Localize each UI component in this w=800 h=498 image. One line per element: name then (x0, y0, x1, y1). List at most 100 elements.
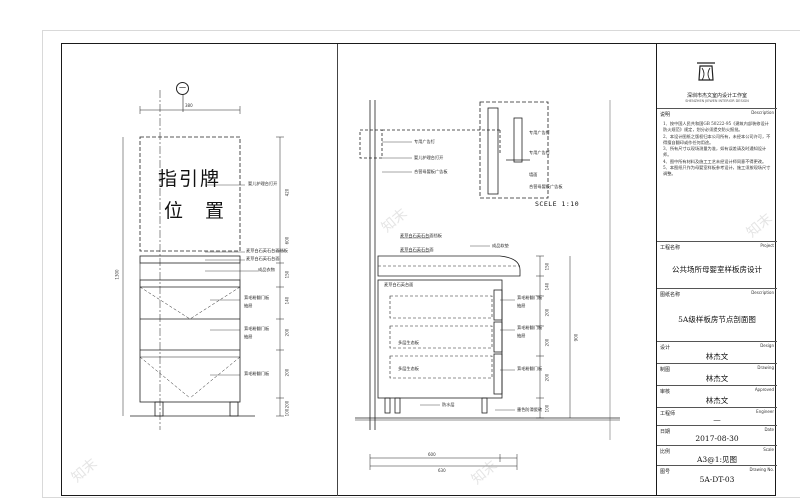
dim-side: 200 (284, 400, 290, 409)
left-label: 茸毛粉翻门板 (244, 371, 270, 376)
dim-side: 150 (284, 270, 290, 279)
row-label-en: Drawing (757, 365, 774, 370)
view-divider (337, 44, 338, 496)
section-label: 墨色防滑瓷砖 (517, 407, 543, 412)
note-item: 1、按中国人民共和国GB 50222-95《建筑内部装修设计防火规范》规定，划分… (663, 121, 769, 133)
row-label-en: Drawing No. (749, 467, 774, 472)
info-row: 图号 Drawing No. 5A-DT-03 (657, 465, 777, 496)
firm-name-en: SHENZHEN JIEWEN INTERIOR DESIGN (685, 99, 749, 103)
section-label: 合营母婴板广告板 (414, 169, 448, 174)
grid-axis-marker: 一 (176, 82, 189, 95)
row-value: 林杰文 (705, 396, 729, 405)
section-label: 婴儿护理台打开 (414, 155, 444, 160)
section-label: 专用广告钉 (529, 130, 550, 135)
row-value: 林杰文 (705, 374, 729, 383)
dim-top-width: 380 (185, 103, 193, 108)
section-label: 专用广告钉 (529, 150, 550, 155)
row-value: 5A-DT-03 (699, 475, 735, 484)
left-label: 茸毛粉翻门板 (244, 295, 270, 300)
row-label: 审核 (660, 389, 671, 395)
left-label: 抽屉 (244, 303, 253, 308)
info-row: 工程师 Engineer — (657, 407, 777, 425)
detail-scale-label: SCELE 1:10 (535, 200, 580, 208)
info-row: 日期 Date 2017-08-30 (657, 425, 777, 445)
notes-cell: 说明 Description 1、按中国人民共和国GB 50222-95《建筑内… (657, 108, 777, 285)
dim-side: 600 (284, 236, 290, 245)
section-label: 麦芽白石英石台面 (400, 247, 434, 252)
project-cell: 工程名称 Project 公共场所母婴室样板房设计 (657, 241, 777, 288)
section-label: 成品软垫 (492, 243, 509, 248)
section-label: 多层生态板 (398, 366, 419, 371)
dim-side: 140 (284, 296, 290, 305)
row-label: 日期 (660, 429, 671, 435)
info-row: 审核 Approved 林杰文 (657, 385, 777, 407)
dim-bottom: 630 (438, 468, 446, 473)
row-value: 林杰文 (705, 352, 729, 361)
section-label: 多层生态板 (398, 340, 419, 345)
note-item: 3、所有尺寸以现场测量为准，如有误差请及时通知设计师。 (663, 146, 767, 158)
title-block: 深圳市杰文室内设计工作室 SHENZHEN JIEWEN INTERIOR DE… (656, 44, 777, 496)
notes-text: 1、按中国人民共和国GB 50222-95《建筑内部装修设计防火规范》规定，划分… (663, 121, 771, 178)
row-label: 比例 (660, 449, 671, 455)
row-value: — (713, 415, 721, 424)
dim-side: 200 (284, 328, 290, 337)
section-label: 墙面 (529, 172, 538, 177)
info-row: 设计 Design 林杰文 (657, 341, 777, 363)
dim-right: 150 (544, 262, 550, 271)
section-label: 茸毛粉翻门板 (517, 325, 543, 330)
dim-side: 100 (284, 408, 290, 417)
section-label: 茸毛粉翻门板 (517, 295, 543, 300)
drawing-name-cell: 图纸名称 Description 5A级样板房节点剖面图 (657, 288, 777, 341)
left-label: 成品衣物 (258, 267, 275, 272)
row-label: 工程师 (660, 411, 676, 417)
dim-side: 200 (284, 368, 290, 377)
row-label: 设计 (660, 345, 671, 351)
dim-height: 900 (573, 333, 579, 342)
project-label-en: Project (760, 243, 774, 248)
section-label: 茸毛粉翻门板 (517, 366, 543, 371)
row-label-en: Approved (754, 387, 774, 392)
project-label: 工程名称 (660, 245, 681, 251)
left-label: 茸毛粉翻门板 (244, 326, 270, 331)
sign-line-2: 位 置 (164, 200, 233, 222)
dim-bottom: 600 (428, 452, 436, 457)
dim-right: 200 (544, 373, 550, 382)
note-item: 5、本图纸只作为母婴室样板参考设计，施工须按现场尺寸调整。 (663, 165, 771, 177)
dim-right: 100 (544, 404, 550, 413)
dim-right: 140 (544, 282, 550, 291)
left-label: 麦芽白石英石台面 (246, 256, 280, 261)
notes-label-en: Description (751, 110, 774, 115)
project-name: 公共场所母婴室样板房设计 (672, 265, 762, 274)
section-label: 防水层 (442, 402, 455, 407)
section-label: 专用广告钉 (414, 139, 435, 144)
section-label: 麦芽白石英台面 (384, 282, 414, 287)
dim-overall-height: 1300 (114, 269, 120, 280)
row-label-en: Date (764, 427, 774, 432)
drawing-name: 5A级样板房节点剖面图 (678, 315, 756, 324)
section-label: 抽屉 (517, 303, 526, 308)
left-label: 麦芽白石英石台面挡板 (246, 248, 288, 253)
info-row: 制图 Drawing 林杰文 (657, 363, 777, 385)
notes-label: 说明 (660, 112, 671, 118)
note-item: 2、本设计图纸之版权归本公司所有，未经本公司许可，不得擅自翻印或作任何用途。 (663, 133, 771, 145)
note-item: 4、图中所有材料及施工工艺未经设计师同意不得更改。 (663, 158, 767, 164)
left-label: 婴儿护理台打开 (248, 181, 278, 186)
dim-right: 200 (544, 308, 550, 317)
sign-line-1: 指引牌 (158, 168, 222, 190)
drawing-label-en: Description (751, 290, 774, 295)
dim-side: 420 (284, 188, 290, 197)
section-label: 麦芽白石英石台面挡板 (400, 233, 442, 238)
section-label: 合营母婴板广告板 (529, 184, 563, 189)
dim-right: 200 (544, 338, 550, 347)
section-label: 抽屉 (517, 333, 526, 338)
row-label-en: Scale (763, 447, 774, 452)
row-value: A3@1:见图 (697, 455, 737, 464)
drawing-label: 图纸名称 (660, 292, 681, 298)
row-label: 制图 (660, 367, 671, 373)
row-value: 2017-08-30 (695, 434, 739, 443)
row-label-en: Design (760, 343, 774, 348)
left-label: 抽屉 (244, 334, 253, 339)
firm-name: 深圳市杰文室内设计工作室 (686, 93, 747, 99)
row-label-en: Engineer (756, 409, 774, 414)
